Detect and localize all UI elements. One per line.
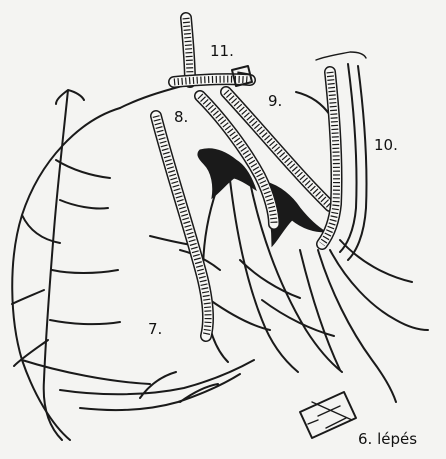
- label-step-7: 7.: [148, 320, 162, 338]
- lower-vessel-tree: [60, 360, 254, 410]
- label-step-8: 8.: [174, 108, 188, 126]
- label-step-11: 11.: [210, 42, 234, 60]
- label-step-6: 6. lépés: [358, 430, 417, 448]
- graft-10-fill: [322, 72, 337, 244]
- left-branch-a: [50, 160, 120, 324]
- label-step-9: 9.: [268, 92, 282, 110]
- aortic-tube-top: [316, 52, 366, 60]
- label-step-10: 10.: [374, 136, 398, 154]
- step-6-inset: [300, 392, 356, 438]
- right-artery-tree: [300, 240, 428, 402]
- heart-outline: [12, 108, 150, 440]
- aortic-tube-right: [340, 64, 367, 260]
- left-coronary-branch: [44, 90, 84, 440]
- left-branch-b: [12, 290, 48, 366]
